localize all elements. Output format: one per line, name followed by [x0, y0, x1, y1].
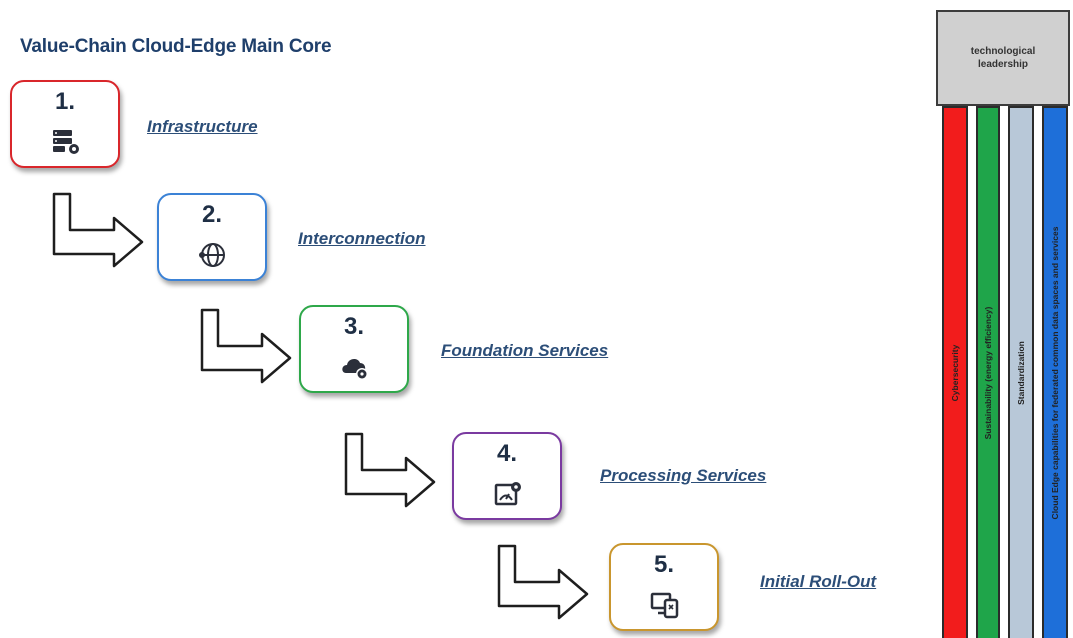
pillar-standardization: Standardization — [1008, 106, 1034, 638]
pillar-cloud-edge: Cloud Edge capabilities for federated co… — [1042, 106, 1068, 638]
pillar-cybersecurity: Cybersecurity — [942, 106, 968, 638]
step-2-number: 2. — [201, 201, 222, 228]
arrow-2-3 — [200, 308, 292, 384]
arrow-3-4 — [344, 432, 436, 508]
step-4-box: 4. — [452, 432, 562, 520]
server-gear-icon — [53, 130, 79, 154]
step-3-box: 3. — [299, 305, 409, 393]
step-3-number: 3. — [343, 313, 364, 340]
step-4-label: Processing Services — [600, 466, 767, 485]
page-title: Value-Chain Cloud-Edge Main Core — [20, 36, 332, 57]
pillar-sustainability: Sustainability (energy efficiency) — [976, 106, 1000, 638]
devices-sync-icon — [650, 592, 679, 619]
pillars-header-text: technological leadership — [970, 46, 1036, 70]
pillar-standardization-label: Standardization — [1016, 341, 1026, 405]
pillar-sustainability-label: Sustainability (energy efficiency) — [983, 306, 993, 440]
step-5-box: 5. — [609, 543, 719, 631]
dashboard-gear-icon — [494, 482, 521, 506]
globe-network-icon — [199, 243, 225, 267]
step-2-label: Interconnection — [298, 229, 426, 248]
step-5-number: 5. — [653, 551, 674, 578]
step-4-number: 4. — [496, 440, 517, 467]
step-1-number: 1. — [54, 88, 75, 115]
pillar-cloud-edge-label: Cloud Edge capabilities for federated co… — [1050, 226, 1060, 520]
step-2-box: 2. — [157, 193, 267, 281]
step-3-label: Foundation Services — [441, 341, 609, 360]
arrow-1-2 — [52, 192, 144, 268]
cloud-gear-icon — [342, 359, 368, 380]
pillar-cybersecurity-label: Cybersecurity — [950, 344, 960, 402]
step-1-box: 1. — [10, 80, 120, 168]
step-5-label: Initial Roll-Out — [760, 572, 877, 591]
step-1-label: Infrastructure — [147, 117, 258, 136]
arrow-4-5 — [497, 544, 589, 620]
pillars-header: technological leadership — [936, 10, 1070, 106]
